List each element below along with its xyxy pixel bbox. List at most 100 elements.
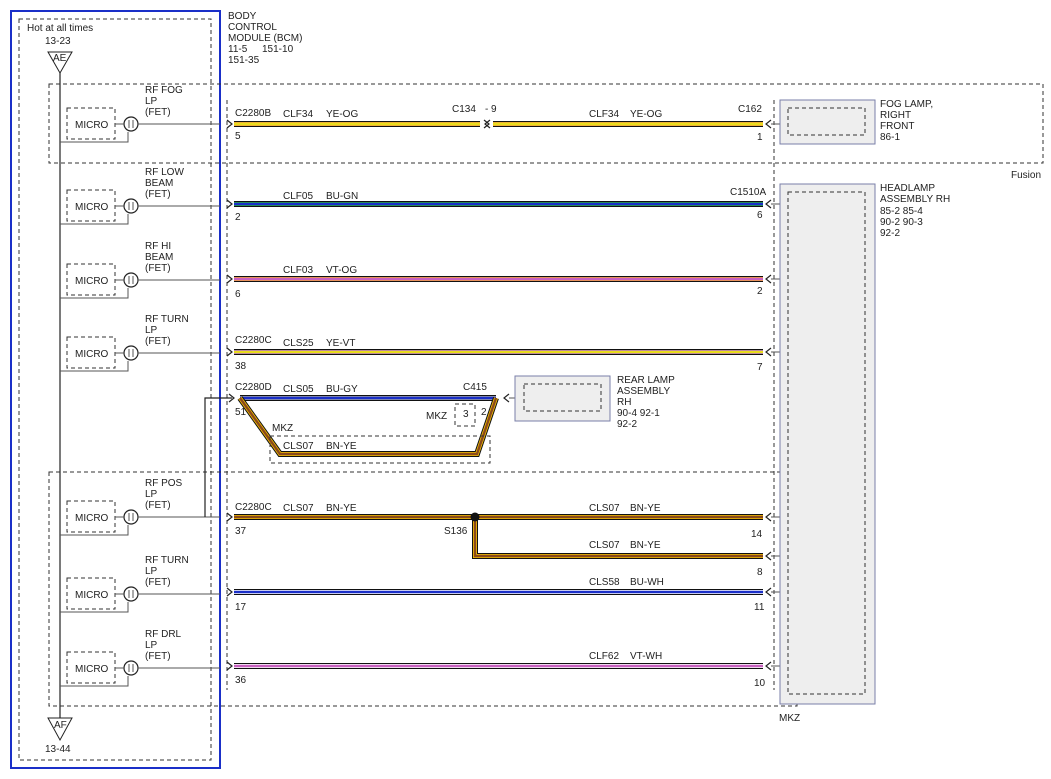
output-label-line: (FET) <box>145 189 171 200</box>
arrow-left-icon <box>484 119 491 129</box>
bcm-ref-1: 11-5 <box>228 44 248 55</box>
drl-color: VT-WH <box>630 651 662 662</box>
fog-pin-right: 1 <box>757 132 763 143</box>
low-color: BU-GN <box>326 191 358 202</box>
turn1-connector: C2280C <box>235 335 272 346</box>
bus-tap <box>60 525 129 536</box>
rear-loop-mkz-label: MKZ <box>272 423 293 434</box>
fog-inline-sep: - <box>485 104 488 115</box>
fog-lamp-component: FOG LAMP, RIGHT FRONT 86-1 <box>779 99 933 145</box>
hi-pin-left: 6 <box>235 289 241 300</box>
arrow-left-icon <box>765 512 772 522</box>
output-label-line: (FET) <box>145 500 171 511</box>
output-label-line: LP <box>145 96 158 107</box>
fog-color-left: YE-OG <box>326 109 358 120</box>
output-label-line: (FET) <box>145 651 171 662</box>
fog-lamp-line-1: FOG LAMP, <box>880 99 933 110</box>
fog-lamp-line-3: FRONT <box>880 121 914 132</box>
pos-pin-right: 14 <box>751 529 763 540</box>
drl-pin-left: 36 <box>235 675 247 686</box>
node-ae-icon: AE <box>47 51 73 75</box>
mkz-label: MKZ <box>779 713 800 724</box>
bcm-title-line-2: CONTROL <box>228 22 277 33</box>
bcm-inner-dashed <box>18 18 212 761</box>
output-label-line: RF DRL <box>145 629 182 640</box>
mkz-loop-box <box>269 435 491 464</box>
arrow-right-icon <box>228 393 235 403</box>
output-label-line: RF TURN <box>145 314 189 325</box>
fog-pin-left: 5 <box>235 131 241 142</box>
drl-pin-right: 10 <box>754 678 766 689</box>
fog-circuit-left: CLF34 <box>283 109 313 120</box>
arrow-left-icon <box>765 587 772 597</box>
rear-lamp-line-3: RH <box>617 397 631 408</box>
fog-inline: C134 <box>452 104 476 115</box>
rear-mkz-box-label: MKZ <box>426 411 447 422</box>
output-label-line: (FET) <box>145 263 171 274</box>
output-label-line: RF HI <box>145 241 171 252</box>
arrow-right-icon <box>226 274 233 284</box>
node-af-icon: AF <box>47 717 73 742</box>
bus-tap <box>60 676 129 687</box>
node-af-label: AF <box>54 720 67 731</box>
micro-label: MICRO <box>75 664 109 675</box>
arrow-right-icon <box>483 119 490 129</box>
splice-s136-icon <box>470 512 480 522</box>
output-label-line: (FET) <box>145 336 171 347</box>
pos-branch-color: BN-YE <box>630 540 661 551</box>
fusion-region <box>48 83 1044 164</box>
bus-tap <box>60 288 129 299</box>
rear-pin-left: 51 <box>235 407 247 418</box>
fet-icon <box>123 660 139 676</box>
pos-connector: C2280C <box>235 502 272 513</box>
pos-branch-wire <box>472 517 763 559</box>
bcm-ref-3: 151-35 <box>228 55 260 66</box>
rear-lamp-ref-1: 90-4 92-1 <box>617 408 660 419</box>
hi-circuit: CLF03 <box>283 265 313 276</box>
micro-label: MICRO <box>75 120 109 131</box>
hot-at-all-times-label: Hot at all times <box>27 23 93 34</box>
fet-icon <box>123 272 139 288</box>
rear-loop-circuit: CLS07 <box>283 441 314 452</box>
rear-loop-wire <box>237 396 499 457</box>
micro-label: MICRO <box>75 276 109 287</box>
bus-tap <box>60 361 129 372</box>
bus-tap <box>60 602 129 613</box>
fusion-label: Fusion <box>1011 170 1041 181</box>
arrow-left-icon <box>765 274 772 284</box>
output-label-line: LP <box>145 640 158 651</box>
pos-pin-left: 37 <box>235 526 247 537</box>
rear-lamp-component: REAR LAMP ASSEMBLY RH 90-4 92-1 92-2 <box>514 375 675 430</box>
output-label-line: RF LOW <box>145 167 184 178</box>
bcm-title-line-3: MODULE (BCM) <box>228 33 302 44</box>
arrow-right-icon <box>226 587 233 597</box>
output-label-line: (FET) <box>145 577 171 588</box>
low-end-connector: C1510A <box>730 187 766 198</box>
turn1-color: YE-VT <box>326 338 355 349</box>
turn2-circuit: CLS58 <box>589 577 620 588</box>
headlamp-line-1: HEADLAMP <box>880 183 935 194</box>
low-pin-right: 6 <box>757 210 763 221</box>
output-label-line: LP <box>145 489 158 500</box>
rear-circuit: CLS05 <box>283 384 314 395</box>
headlamp-ref-1: 85-2 85-4 <box>880 206 923 217</box>
arrow-left-icon <box>765 347 772 357</box>
headlamp-ref-2: 90-2 90-3 <box>880 217 923 228</box>
output-label-line: LP <box>145 566 158 577</box>
fet-icon <box>123 509 139 525</box>
turn1-pin-left: 38 <box>235 361 247 372</box>
micro-label: MICRO <box>75 202 109 213</box>
arrow-right-icon <box>226 119 233 129</box>
headlamp-ref-3: 92-2 <box>880 228 900 239</box>
rear-end-connector: C415 <box>463 382 487 393</box>
output-label-line: BEAM <box>145 252 173 263</box>
bottom-ref: 13-44 <box>45 744 71 755</box>
fog-end-connector: C162 <box>738 104 762 115</box>
arrow-left-icon <box>765 551 772 561</box>
arrow-left-icon <box>765 119 772 129</box>
rear-mkz-pin-box <box>454 403 476 427</box>
